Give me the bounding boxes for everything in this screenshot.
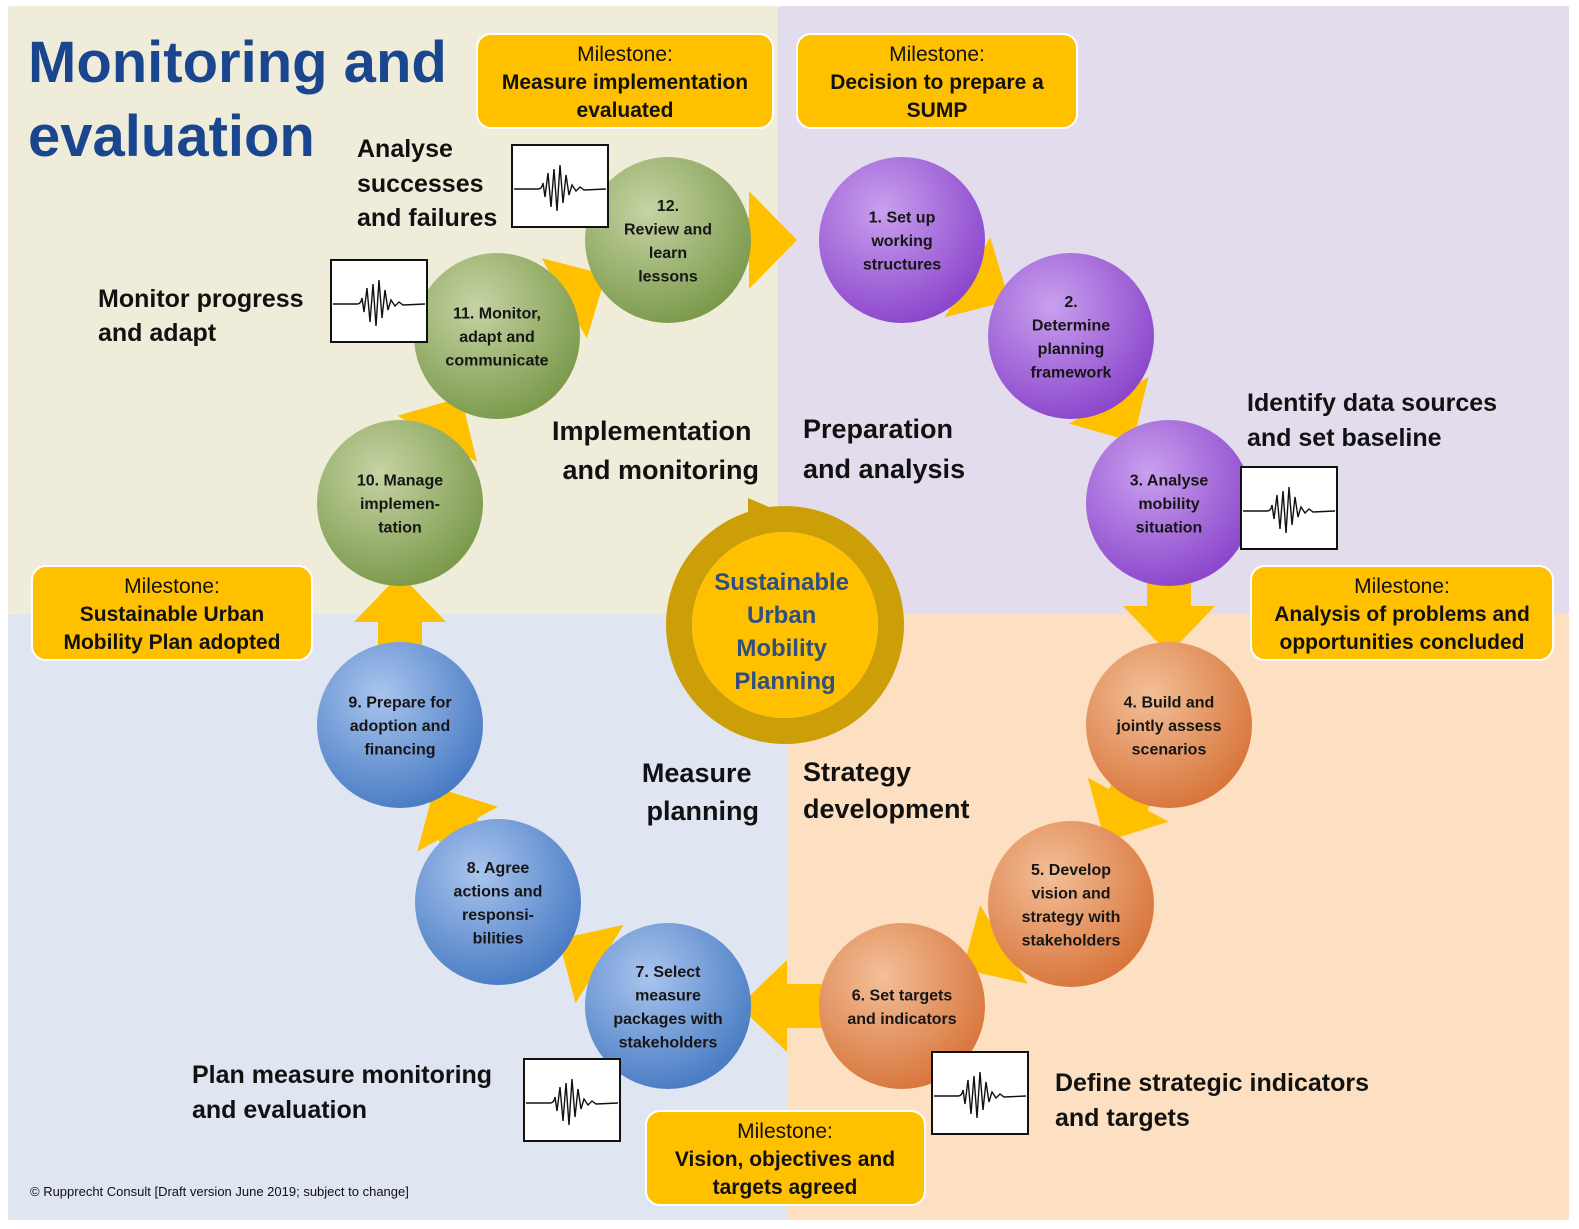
center-ring-circle <box>666 506 904 744</box>
svg-text:Milestone:: Milestone: <box>577 43 673 66</box>
quadrant-preparation <box>778 6 1569 614</box>
annotation-monitor-progress: Monitor progress and adapt <box>98 285 311 347</box>
step-circle <box>317 420 483 586</box>
cycle-arrow-12-to-1 <box>735 191 797 289</box>
step-circle <box>819 157 985 323</box>
center-ring-arrowhead <box>748 498 790 540</box>
cycle-arrow-3-to-4 <box>1123 556 1215 654</box>
svg-text:Milestone:: Milestone: <box>1354 575 1450 598</box>
step-circle <box>415 819 581 985</box>
step-circle <box>585 157 751 323</box>
page-title: Monitoring and evaluation <box>28 30 463 169</box>
section-preparation: Preparation and analysis <box>803 414 965 484</box>
svg-text:Milestone:: Milestone: <box>124 575 220 598</box>
step-circle <box>317 642 483 808</box>
waveform-icon <box>931 1051 1029 1135</box>
center-disc <box>692 532 878 718</box>
center-ring: Sustainable Urban Mobility Planning <box>666 498 904 744</box>
cycle-arrow-6-to-7 <box>739 960 849 1052</box>
step-circle <box>414 253 580 419</box>
annotation-identify-data: Identify data sources and set baseline <box>1247 389 1504 452</box>
svg-text:Milestone:: Milestone: <box>737 1120 833 1143</box>
step-circle <box>988 821 1154 987</box>
cycle-arrow-9-to-10 <box>354 574 446 672</box>
section-implementation: Implementation and monitoring <box>552 416 759 485</box>
annotation-plan-measure: Plan measure monitoring and evaluation <box>192 1061 499 1124</box>
step-circle <box>988 253 1154 419</box>
step-circle <box>819 923 985 1089</box>
step-circle <box>585 923 751 1089</box>
waveform-icon <box>1240 466 1338 550</box>
waveform-icon <box>523 1058 621 1142</box>
step-circle <box>1086 642 1252 808</box>
copyright-notice: © Rupprecht Consult [Draft version June … <box>30 1184 409 1199</box>
waveform-icon <box>511 144 609 228</box>
svg-text:Milestone:: Milestone: <box>889 43 985 66</box>
waveform-icon <box>330 259 428 343</box>
center-label: Sustainable Urban Mobility Planning <box>714 569 855 695</box>
annotation-analyse-successes: Analyse successes and failures <box>357 135 497 232</box>
annotation-define-indicators: Define strategic indicators and targets <box>1055 1069 1376 1132</box>
section-strategy: Strategy development <box>803 757 970 824</box>
section-measure: Measure planning <box>642 758 759 826</box>
step-circle <box>1086 420 1252 586</box>
